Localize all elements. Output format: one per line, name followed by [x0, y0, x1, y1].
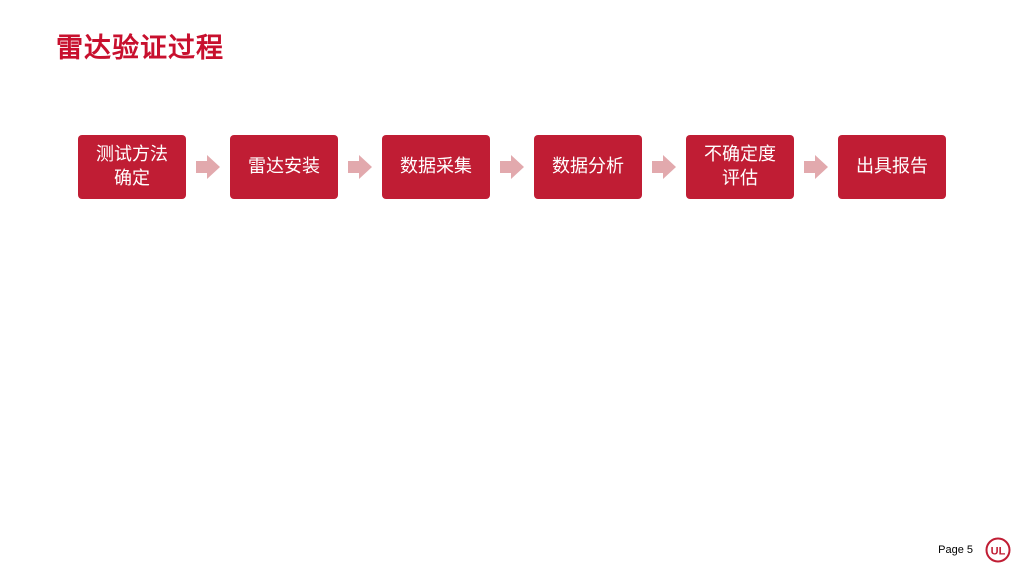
process-step-label: 不确定度 评估: [704, 144, 776, 189]
arrow-right-icon: [652, 155, 676, 179]
process-step-3: 数据采集: [382, 135, 490, 199]
process-step-5: 不确定度 评估: [686, 135, 794, 199]
process-step-label: 数据分析: [552, 156, 624, 177]
logo-text: UL: [991, 546, 1006, 558]
process-step-2: 雷达安装: [230, 135, 338, 199]
arrow-right-icon: [500, 155, 524, 179]
process-step-1: 测试方法 确定: [78, 135, 186, 199]
arrow-right-icon: [804, 155, 828, 179]
process-step-4: 数据分析: [534, 135, 642, 199]
arrow-right-icon: [348, 155, 372, 179]
process-step-label: 雷达安装: [248, 156, 320, 177]
ul-logo-icon: UL: [985, 537, 1011, 563]
slide-title: 雷达验证过程: [56, 33, 224, 64]
process-step-label: 数据采集: [400, 156, 472, 177]
process-step-label: 出具报告: [856, 156, 928, 177]
arrow-right-icon: [196, 155, 220, 179]
process-step-label: 测试方法 确定: [96, 144, 168, 189]
page-number: Page 5: [938, 544, 973, 556]
process-step-6: 出具报告: [838, 135, 946, 199]
